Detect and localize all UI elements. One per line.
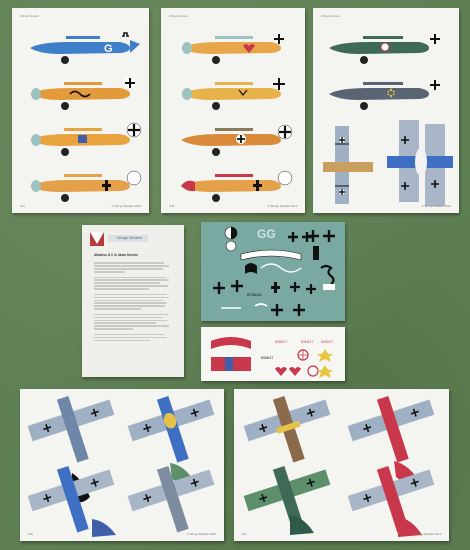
aircraft-profiles — [323, 34, 453, 206]
svg-text:G: G — [104, 43, 113, 55]
aircraft-profile-green — [329, 34, 440, 64]
decal-markings: 8306/17 8318/17 8302/17 8306/17 — [211, 337, 333, 378]
aircraft-plan-view-top — [323, 126, 373, 204]
aircraft-plan-view-1 — [27, 395, 115, 463]
decal-sheet-large: GG 8706/16 — [201, 222, 345, 321]
plan-sheet-bottom-left: S-E © Wings Models 2013 — [20, 389, 224, 541]
sheet-code: S-E — [28, 532, 34, 536]
aircraft-profile-lozenge — [181, 124, 293, 156]
decal-serial: 8318/17 — [301, 340, 313, 344]
aircraft-plan-view-3 — [27, 465, 115, 533]
sheet-header: Wings Models — [321, 14, 340, 18]
instruction-sheet: Wings Models Albatros D.V in Jasta Servi… — [82, 225, 184, 377]
aircraft-profile-heart — [181, 34, 284, 64]
copyright: © Wings Models 2013 — [186, 532, 216, 536]
aircraft-plan-view-bottom — [387, 120, 453, 206]
decal-serial: 8706/16 — [247, 292, 262, 297]
decal-serial: 8306/17 — [261, 356, 273, 360]
aircraft-profiles — [181, 34, 293, 202]
aircraft-plan-views — [243, 395, 435, 537]
instruction-title: Albatros D.V in Jasta Service — [94, 253, 139, 257]
aircraft-plan-view-7 — [243, 465, 331, 533]
aircraft-plan-views — [27, 395, 215, 537]
wings-models-logo — [90, 232, 148, 246]
copyright: © Wings Models 2013 — [421, 204, 451, 208]
sheet-code: S-B — [169, 204, 175, 208]
sheet-header: Wings Models — [169, 14, 188, 18]
copyright: © Wings Models 2013 — [411, 532, 441, 536]
profile-sheet-top-right: Wings Models — [313, 8, 459, 213]
decal-serial: 8302/17 — [321, 340, 333, 344]
svg-text:GG: GG — [257, 227, 276, 241]
aircraft-profile-yellow — [181, 78, 285, 110]
aircraft-profile-orange-1 — [30, 78, 135, 110]
instruction-body — [94, 261, 172, 342]
aircraft-profile-blue-g: G — [30, 32, 140, 64]
profile-sheet-top-left: Wings Models G — [12, 8, 149, 213]
sheet-header: Wings Models — [20, 14, 39, 18]
aircraft-profile-orange-2 — [30, 122, 142, 156]
decal-markings: GG 8706/16 — [213, 226, 335, 316]
aircraft-plan-view-2 — [127, 395, 215, 463]
aircraft-plan-view-8 — [347, 465, 435, 533]
aircraft-plan-view-4 — [127, 465, 215, 533]
brand-name: Wings Models — [117, 235, 143, 240]
plan-sheet-bottom-right: S-F © Wings Models 2013 — [234, 389, 449, 541]
aircraft-profile-grey — [329, 80, 440, 110]
decal-sheet-small: 8306/17 8318/17 8302/17 8306/17 — [201, 327, 345, 381]
profile-sheet-top-middle: Wings Models — [161, 8, 305, 213]
aircraft-profile-orange-3 — [30, 170, 142, 202]
copyright: © Wings Models 2013 — [267, 204, 297, 208]
aircraft-plan-view-6 — [347, 395, 435, 463]
sheet-code: S-A — [20, 204, 26, 208]
aircraft-profile-red-tail — [181, 170, 293, 202]
aircraft-plan-view-5 — [243, 395, 331, 463]
aircraft-profiles: G — [30, 32, 142, 202]
copyright: © Wings Models 2013 — [111, 204, 141, 208]
sheet-code: S-F — [242, 532, 247, 536]
decal-serial: 8306/17 — [275, 340, 287, 344]
